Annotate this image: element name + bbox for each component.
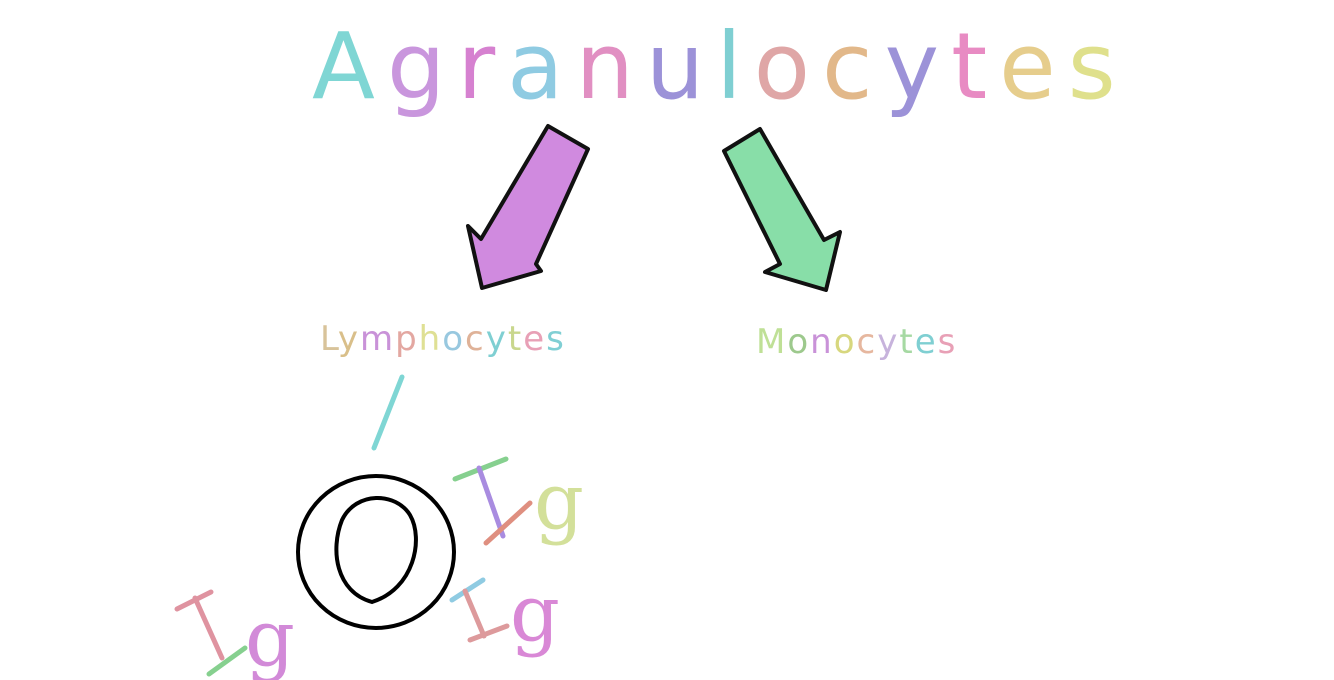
diagram-title-letter: y: [885, 13, 951, 120]
diagram-title-letter: n: [576, 13, 646, 120]
diagram-title-letter: r: [457, 13, 507, 120]
monocytes-label-letter: o: [834, 322, 857, 362]
lymphocytes-label-letter: y: [486, 319, 508, 359]
monocytes-label: Monocytes: [756, 322, 957, 362]
monocytes-label-letter: M: [756, 322, 787, 362]
lymphocyte-connector-line: [371, 374, 405, 451]
lymphocytes-label-letter: s: [546, 319, 566, 359]
antibody-ig-top-right: g: [452, 456, 584, 547]
diagram-title-letter: c: [822, 13, 885, 120]
lymphocyte-cell: [296, 474, 456, 630]
monocytes-label-letter: e: [915, 322, 938, 362]
diagram-title-letter: g: [387, 13, 457, 120]
monocytes-label-letter: c: [857, 322, 878, 362]
monocytes-label-letter: o: [787, 322, 810, 362]
antibody-ig-left: g: [174, 589, 295, 680]
lymphocytes-label-letter: m: [360, 319, 395, 359]
arrow-to-lymphocytes: [466, 124, 590, 290]
lymphocytes-label-letter: p: [395, 319, 419, 359]
diagram-title-letter: s: [1068, 13, 1128, 120]
diagram-title-letter: u: [646, 13, 716, 120]
lymphocytes-label-letter: h: [419, 319, 443, 359]
lymphocytes-label-letter: c: [465, 319, 486, 359]
diagram-title-letter: A: [312, 13, 387, 120]
diagram-title: Agranulocytes: [312, 13, 1128, 120]
diagram-title-letter: a: [507, 13, 575, 120]
lymphocytes-label-letter: t: [508, 319, 523, 359]
monocytes-label-letter: n: [810, 322, 834, 362]
lymphocytes-label-letter: e: [523, 319, 546, 359]
antibody-ig-top-right-g: g: [534, 457, 584, 547]
lymphocytes-label: Lymphocytes: [320, 319, 566, 359]
lymphocytes-label-letter: y: [338, 319, 360, 359]
antibody-ig-bottom-right-g: g: [510, 569, 560, 659]
monocytes-label-letter: y: [877, 322, 899, 362]
arrow-to-monocytes: [722, 127, 842, 292]
antibody-ig-bottom-right: g: [449, 569, 560, 659]
diagram-title-letter: o: [754, 13, 822, 120]
lymphocytes-label-letter: o: [442, 319, 465, 359]
diagram-title-letter: t: [951, 13, 999, 120]
monocytes-label-letter: t: [899, 322, 914, 362]
lymphocytes-label-letter: L: [320, 319, 339, 359]
monocytes-label-letter: s: [938, 322, 958, 362]
diagram-title-letter: l: [716, 13, 754, 120]
antibody-ig-left-g: g: [245, 594, 295, 680]
diagram-title-letter: e: [999, 13, 1068, 120]
